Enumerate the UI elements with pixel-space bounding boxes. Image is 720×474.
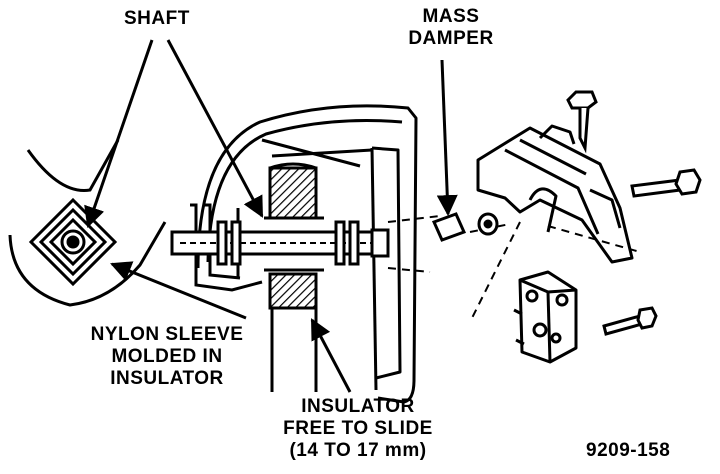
sleeve-section-view: [8, 139, 167, 307]
nylon-sleeve-label: NYLON SLEEVE MOLDED IN INSULATOR: [74, 324, 260, 390]
insulator-label-line-2: FREE TO SLIDE: [283, 418, 433, 439]
lower-bolt-shank: [602, 314, 644, 336]
upper-bracket-assembly: [476, 124, 634, 264]
mass-damper-label-line-1: MASS: [422, 6, 480, 27]
vertical-bolt: [566, 90, 598, 154]
housing-rear-flange: [371, 146, 402, 380]
housing-inner-shell: [206, 119, 403, 263]
mass-damper-label-line-2: DAMPER: [408, 28, 494, 49]
leader-nylon-sleeve: [110, 261, 247, 320]
upper-insulator-block: [268, 166, 318, 220]
lower-mount-body: [518, 270, 578, 364]
lower-insulator-stem: [270, 308, 318, 392]
lower-mount-hole-2: [555, 293, 569, 307]
insulator-label: INSULATOR FREE TO SLIDE (14 TO 17 mm): [268, 396, 448, 462]
housing-top-line: [271, 148, 373, 158]
shaft-washer-left-2: [230, 220, 242, 266]
bracket-fold-2: [519, 138, 587, 176]
vertical-bolt-shank: [578, 107, 590, 154]
upper-insulator: [264, 162, 324, 220]
leader-lines: [84, 39, 458, 393]
mass-damper-body: [431, 212, 467, 242]
horizontal-bolt: [630, 168, 702, 198]
lower-mount-assembly: [513, 270, 578, 364]
nylon-sleeve-label-line-3: INSULATOR: [110, 368, 224, 389]
housing-rear-wall: [370, 147, 378, 391]
shaft-section-center: [66, 235, 80, 249]
shaft-washer-left-1: [216, 220, 228, 266]
bracket-plate: [476, 126, 634, 264]
mass-damper: [431, 212, 499, 242]
nylon-sleeve-diamond: [48, 217, 98, 267]
insulator-outer-diamond: [28, 197, 118, 287]
lower-mount-hole-1: [525, 289, 539, 303]
vertical-bolt-head: [566, 90, 598, 110]
leader-shaft-section: [84, 39, 154, 228]
figure-id-label: 9209-158: [586, 440, 671, 461]
nylon-sleeve-label-line-1: NYLON SLEEVE: [90, 324, 244, 345]
projection-lines: [387, 215, 641, 323]
insulator-middle-diamond: [38, 207, 108, 277]
bracket-fold-1: [504, 148, 600, 235]
shaft: [170, 220, 390, 266]
horizontal-bolt-head: [674, 168, 702, 196]
nylon-sleeve-label-line-2: MOLDED IN: [111, 346, 223, 367]
leader-insulator: [310, 318, 352, 393]
lower-mount-ribs: [513, 308, 525, 346]
leader-shaft-side: [166, 39, 264, 218]
lower-insulator-block: [268, 272, 318, 310]
bracket-tab: [538, 124, 576, 145]
projection-line-4: [469, 221, 521, 323]
upper-insulator-cap: [269, 162, 317, 170]
lower-mount-hole-4: [550, 332, 562, 344]
lower-bolt: [602, 306, 658, 336]
bracket-rib: [589, 188, 622, 229]
projection-line-2: [387, 267, 431, 273]
housing-inner-rib: [261, 138, 361, 168]
lower-mount-hole-3: [532, 322, 548, 338]
insulator-label-line-1: INSULATOR: [301, 396, 415, 417]
projection-line-1: [387, 215, 441, 223]
insulator-label-line-3: (14 TO 17 mm): [289, 440, 427, 461]
shaft-label: SHAFT: [124, 8, 190, 29]
horizontal-bolt-shank: [630, 178, 682, 198]
shaft-washer-right-2: [348, 220, 360, 266]
section-outline-top: [26, 139, 120, 192]
mass-damper-label: MASS DAMPER: [396, 6, 506, 50]
bracket-cutout: [528, 187, 558, 233]
leader-mass-damper: [436, 59, 458, 217]
lower-insulator: [264, 268, 324, 392]
shaft-section-circle: [60, 229, 86, 255]
fan-housing: [196, 104, 418, 404]
lower-mount-front-edge: [546, 291, 552, 363]
shaft-washer-right-1: [334, 220, 346, 266]
lower-bolt-head: [636, 306, 658, 330]
housing-outer-shell: [196, 104, 418, 404]
bracket-outline: [190, 203, 263, 292]
mass-damper-washer-hole: [483, 219, 493, 229]
shaft-end-nut: [370, 228, 390, 258]
